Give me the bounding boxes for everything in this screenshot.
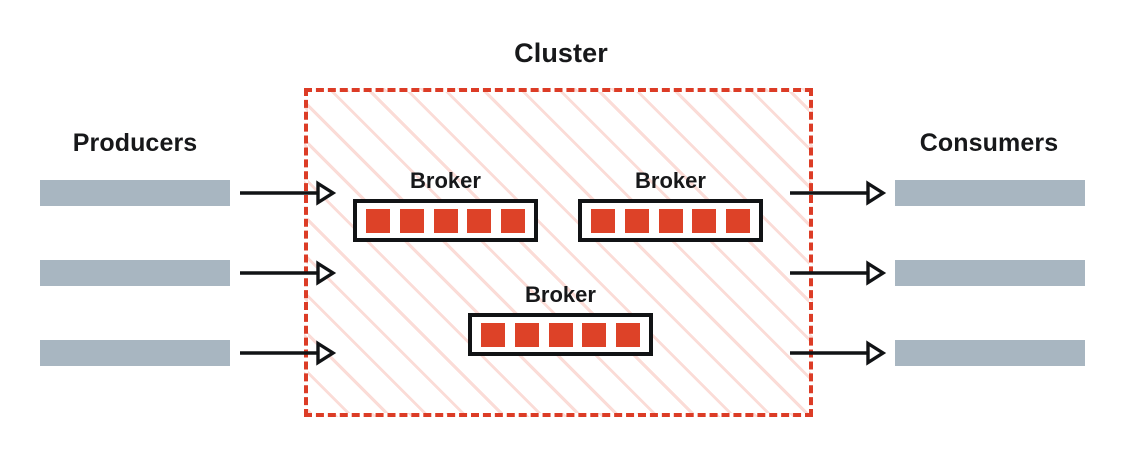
broker-3-box [468, 313, 653, 356]
partition [726, 208, 750, 233]
partition [481, 322, 505, 347]
cluster-boundary: Broker Broker Broker [304, 88, 813, 417]
broker-2-label: Broker [635, 168, 706, 193]
broker-3[interactable]: Broker [468, 284, 653, 356]
arrow-cluster-to-consumer-3 [790, 340, 887, 366]
consumer-bar-1[interactable] [895, 180, 1085, 206]
partition [548, 322, 573, 347]
partition [582, 322, 607, 347]
cluster-title: Cluster [514, 38, 608, 68]
producer-bar-2[interactable] [40, 260, 230, 286]
arrow-cluster-to-consumer-1 [790, 180, 887, 206]
producer-bar-3[interactable] [40, 340, 230, 366]
arrow-producer-3-to-cluster [240, 340, 337, 366]
partition [433, 208, 458, 233]
partition [501, 208, 525, 233]
arrow-cluster-to-consumer-2 [790, 260, 887, 286]
producers-label: Producers [72, 129, 198, 157]
partition [658, 208, 683, 233]
partition [591, 208, 615, 233]
consumer-bar-2[interactable] [895, 260, 1085, 286]
arrow-producer-2-to-cluster [240, 260, 337, 286]
broker-1-box [353, 199, 538, 242]
broker-3-label: Broker [525, 282, 596, 307]
consumers-label: Consumers [919, 129, 1059, 157]
broker-2-box [578, 199, 763, 242]
broker-1[interactable]: Broker [353, 170, 538, 242]
partition [467, 208, 492, 233]
partition [692, 208, 717, 233]
partition [366, 208, 390, 233]
partition [624, 208, 649, 233]
partition [616, 322, 640, 347]
broker-2[interactable]: Broker [578, 170, 763, 242]
broker-1-label: Broker [410, 168, 481, 193]
consumer-bar-3[interactable] [895, 340, 1085, 366]
partition [514, 322, 539, 347]
arrow-producer-1-to-cluster [240, 180, 337, 206]
producer-bar-1[interactable] [40, 180, 230, 206]
partition [399, 208, 424, 233]
